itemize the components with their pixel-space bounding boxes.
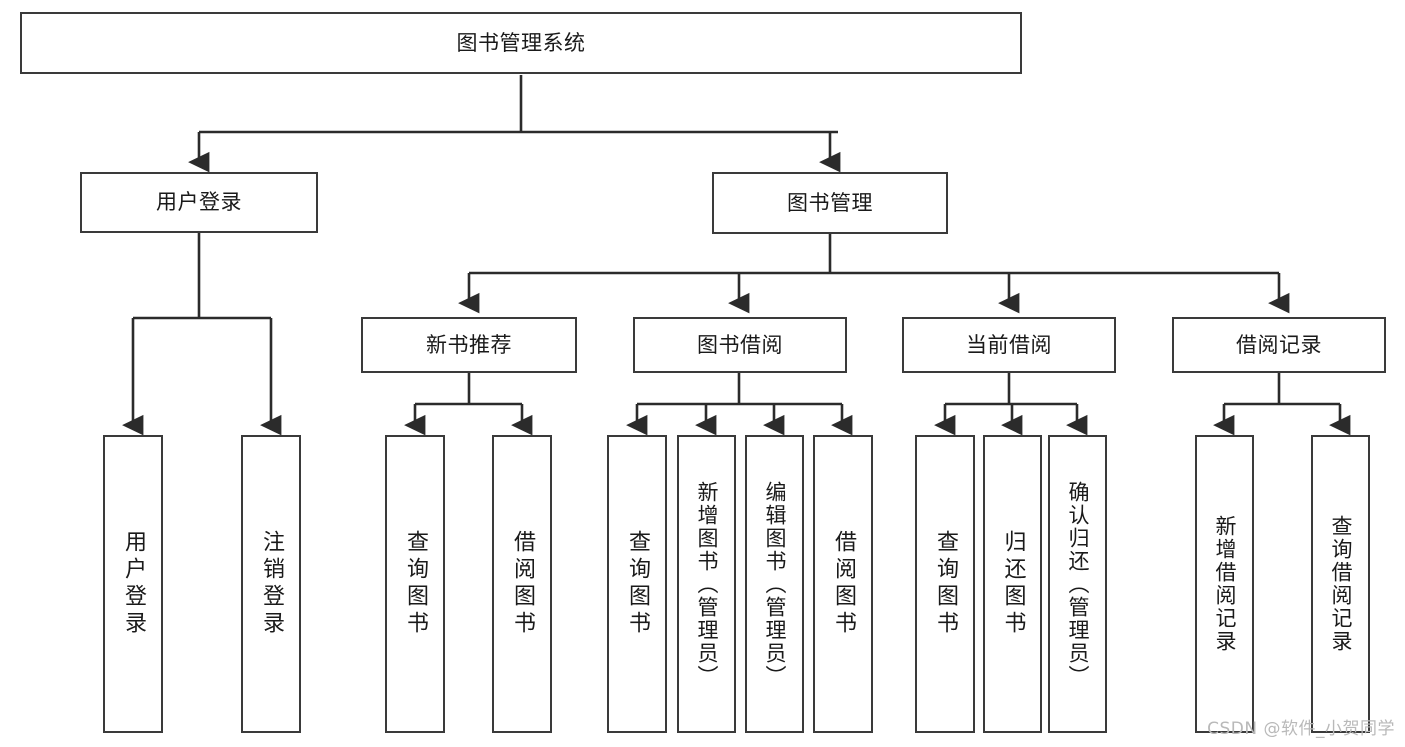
node-leaf-edit-book-label: 编辑图书（管理员）	[763, 480, 787, 688]
node-leaf-borrow-book-1[interactable]: 借阅图书	[492, 435, 552, 733]
node-leaf-return-book-label: 归还图书	[1000, 530, 1026, 638]
node-book-borrow-label: 图书借阅	[697, 332, 783, 357]
node-leaf-query-book-1[interactable]: 查询图书	[385, 435, 445, 733]
node-current-borrow-label: 当前借阅	[966, 332, 1052, 357]
node-leaf-add-book-label: 新增图书（管理员）	[695, 480, 719, 688]
node-book-manage-label: 图书管理	[787, 190, 873, 215]
node-leaf-add-record[interactable]: 新增借阅记录	[1195, 435, 1254, 733]
node-leaf-logout-login[interactable]: 注销登录	[241, 435, 301, 733]
node-leaf-query-book-1-label: 查询图书	[403, 530, 428, 638]
node-book-manage[interactable]: 图书管理	[712, 172, 948, 234]
node-borrow-record-label: 借阅记录	[1236, 332, 1322, 357]
node-root-label: 图书管理系统	[456, 30, 586, 55]
node-current-borrow[interactable]: 当前借阅	[902, 317, 1116, 373]
node-leaf-confirm-return-label: 确认归还（管理员）	[1066, 480, 1090, 688]
node-leaf-query-book-3[interactable]: 查询图书	[915, 435, 975, 733]
node-leaf-add-record-label: 新增借阅记录	[1213, 515, 1237, 653]
node-leaf-query-record[interactable]: 查询借阅记录	[1311, 435, 1370, 733]
watermark: CSDN @软件_小贺同学	[1207, 719, 1395, 739]
node-leaf-query-book-2[interactable]: 查询图书	[607, 435, 667, 733]
node-leaf-edit-book[interactable]: 编辑图书（管理员）	[745, 435, 804, 733]
node-leaf-user-login[interactable]: 用户登录	[103, 435, 163, 733]
node-leaf-add-book[interactable]: 新增图书（管理员）	[677, 435, 736, 733]
node-root[interactable]: 图书管理系统	[20, 12, 1022, 74]
node-leaf-borrow-book-1-label: 借阅图书	[510, 530, 535, 638]
node-new-book-rec-label: 新书推荐	[426, 332, 512, 357]
node-leaf-borrow-book-2-label: 借阅图书	[831, 530, 856, 638]
node-leaf-user-login-label: 用户登录	[121, 530, 146, 638]
node-leaf-borrow-book-2[interactable]: 借阅图书	[813, 435, 873, 733]
node-book-borrow[interactable]: 图书借阅	[633, 317, 847, 373]
node-leaf-logout-login-label: 注销登录	[259, 530, 284, 638]
node-borrow-record[interactable]: 借阅记录	[1172, 317, 1386, 373]
node-leaf-query-book-3-label: 查询图书	[933, 530, 958, 638]
node-user-login-label: 用户登录	[156, 190, 242, 215]
node-user-login[interactable]: 用户登录	[80, 172, 318, 233]
node-new-book-rec[interactable]: 新书推荐	[361, 317, 577, 373]
node-leaf-return-book[interactable]: 归还图书	[983, 435, 1042, 733]
node-leaf-confirm-return[interactable]: 确认归还（管理员）	[1048, 435, 1107, 733]
node-leaf-query-book-2-label: 查询图书	[625, 530, 650, 638]
node-leaf-query-record-label: 查询借阅记录	[1329, 515, 1353, 653]
